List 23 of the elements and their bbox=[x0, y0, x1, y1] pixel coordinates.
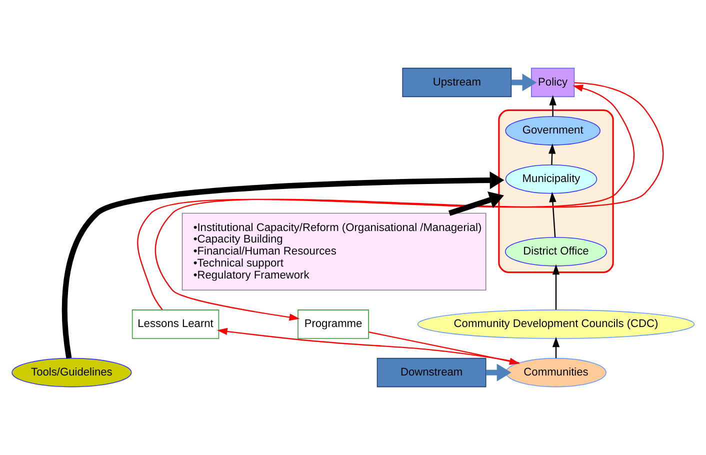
arrow bbox=[549, 95, 556, 116]
arrow bbox=[448, 191, 504, 216]
node-ellipse: District Office bbox=[504, 237, 608, 266]
cluster bbox=[498, 109, 614, 274]
arrow bbox=[552, 336, 560, 358]
node-box: Policy bbox=[531, 68, 575, 98]
arrow bbox=[549, 192, 556, 238]
node-box: Programme bbox=[298, 310, 369, 339]
node-box: •Institutional Capacity/Reform (Organisational /Managerial) •Capacity Building •Financial/Human Resources •Technical support •Regulatory Framework bbox=[182, 212, 486, 291]
node-ellipse: Tools/Guidelines bbox=[12, 358, 132, 388]
arrow bbox=[217, 328, 520, 364]
arrow bbox=[368, 332, 520, 365]
arrow bbox=[511, 74, 537, 92]
arrow bbox=[552, 264, 560, 310]
node-ellipse: Community Development Councils (CDC) bbox=[417, 310, 695, 339]
node-ellipse: Government bbox=[505, 116, 600, 146]
arrow bbox=[548, 143, 556, 165]
node-box: Lessons Learnt bbox=[132, 310, 220, 339]
node-ellipse: Municipality bbox=[505, 164, 598, 194]
node-box: Upstream bbox=[402, 68, 512, 98]
node-box: Downstream bbox=[376, 358, 486, 388]
arrow bbox=[486, 364, 512, 382]
arrow bbox=[62, 171, 504, 359]
